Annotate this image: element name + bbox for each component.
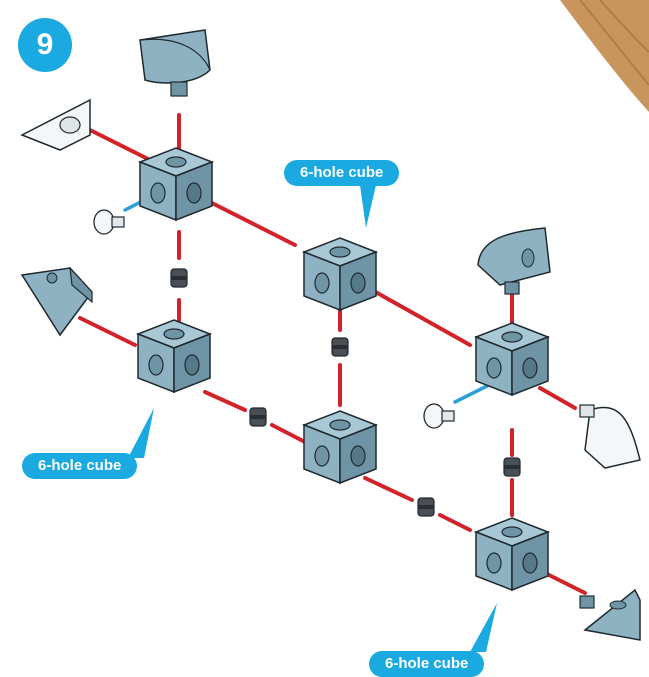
cube-lower-right: [475, 517, 549, 591]
cube-upper-left: [139, 147, 213, 221]
wedge-white-upper-left: [20, 98, 91, 151]
bushing-connector: [417, 497, 435, 517]
step-number-badge: 9: [18, 18, 72, 72]
wood-background: [560, 0, 649, 112]
callout-label-top: 6-hole cube: [284, 160, 400, 186]
curved-wedge-white-right: [579, 404, 641, 469]
white-peg: [93, 209, 125, 235]
bushing-connector: [503, 457, 521, 477]
bushing-connector: [249, 407, 267, 427]
wedge-blue-lower-right: [579, 588, 641, 641]
wedge-blue-left: [20, 266, 93, 337]
curved-block-top: [139, 29, 211, 97]
cube-right: [475, 322, 549, 396]
curved-block-right: [477, 227, 551, 295]
bushing-connector: [331, 337, 349, 357]
callout-label-bottom: 6-hole cube: [369, 651, 485, 677]
callout-label-left: 6-hole cube: [22, 453, 138, 479]
cube-middle-left: [137, 319, 211, 393]
cube-lower-center: [303, 410, 377, 484]
cube-center: [303, 237, 377, 311]
bushing-connector: [170, 268, 188, 288]
callout-pointers: [128, 185, 497, 652]
white-peg: [423, 403, 455, 429]
